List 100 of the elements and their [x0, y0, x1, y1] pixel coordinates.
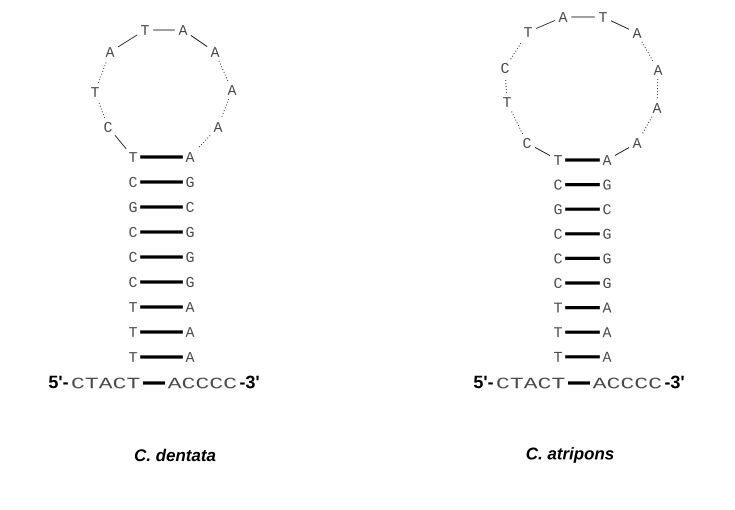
base-letter: G [554, 204, 562, 214]
backbone-link [642, 116, 652, 134]
base-pair-bond [140, 305, 183, 309]
backbone-link [642, 42, 654, 62]
base-letter: C [104, 122, 112, 132]
base-letter: C [129, 226, 137, 238]
base-pair-bond [140, 205, 183, 209]
base-letter: A [214, 122, 222, 132]
backbone-link [510, 40, 523, 60]
base-letter: A [654, 65, 662, 75]
base-letter: T [129, 327, 137, 337]
base-letter: G [603, 228, 611, 239]
backbone-link [610, 20, 630, 30]
base-pair-bond [565, 208, 600, 211]
base-letter: G [186, 252, 194, 262]
backbone-link [614, 147, 630, 156]
base-letter: A [602, 155, 612, 165]
end-label: 5'- [474, 376, 493, 388]
base-letter: A [602, 302, 612, 313]
base-letter: G [603, 180, 611, 190]
base-letter: C [129, 276, 137, 288]
base-pair-bond [140, 155, 183, 159]
base-pair-bond [565, 330, 600, 334]
backbone-link [98, 60, 107, 84]
backbone-link [221, 98, 229, 118]
base-pair-bond [565, 355, 600, 358]
end-label: -3' [240, 376, 259, 388]
base-letter: T [503, 97, 511, 107]
base-letter: A [178, 25, 188, 35]
base-letter: A [228, 85, 236, 95]
base-letter: A [106, 47, 114, 57]
end-label: 5'- [48, 376, 68, 388]
base-letter: A [632, 28, 642, 38]
base-letter: C [554, 278, 562, 288]
end-label: -3' [665, 376, 684, 388]
base-pair-bond [140, 355, 183, 359]
sequence-text: CTACT [72, 378, 140, 388]
base-letter: C [523, 138, 531, 148]
base-letter: C [501, 62, 509, 74]
base-letter: A [186, 352, 194, 362]
backbone-link [536, 20, 556, 29]
base-letter: T [129, 302, 137, 312]
base-pair-bond [140, 280, 183, 284]
backbone-link [505, 77, 507, 93]
backbone-link [98, 100, 105, 118]
base-letter: G [603, 278, 611, 288]
base-pair-bond [565, 232, 600, 236]
base-letter: A [186, 152, 194, 162]
base-letter: C [554, 253, 562, 264]
base-pair-bond [565, 306, 600, 310]
species-caption: C. atripons [526, 447, 614, 463]
backbone-link [218, 60, 228, 82]
backbone-link [511, 110, 523, 134]
base-letter: A [558, 12, 568, 22]
base-letter: G [186, 226, 194, 238]
backbone-link [114, 134, 127, 150]
backbone-link [190, 34, 208, 48]
base-pair-bond [565, 281, 600, 285]
base-letter: T [554, 327, 562, 338]
backbone-link [117, 34, 138, 48]
base-letter: T [524, 27, 532, 37]
sequence-text: CTACT [497, 378, 564, 388]
base-letter: T [599, 12, 607, 22]
base-letter: T [554, 155, 562, 165]
base-letter: G [186, 176, 194, 188]
base-letter: G [186, 276, 194, 288]
base-letter: T [554, 302, 562, 313]
base-pair-bond [143, 381, 165, 385]
base-letter: T [141, 25, 149, 35]
base-letter: G [129, 202, 137, 212]
base-letter: A [210, 47, 220, 57]
base-letter: A [632, 138, 642, 148]
base-pair-bond [565, 256, 600, 260]
backbone-link [198, 135, 210, 149]
base-pair-bond [565, 158, 600, 162]
base-letter: A [602, 352, 612, 362]
species-caption: C. dentata [134, 448, 216, 462]
base-letter: A [186, 327, 194, 337]
base-pair-bond [565, 183, 600, 186]
base-letter: T [554, 352, 562, 362]
base-letter: C [554, 228, 562, 239]
base-letter: C [554, 180, 562, 190]
base-pair-bond [140, 330, 183, 334]
base-letter: T [91, 87, 99, 97]
base-letter: A [652, 103, 662, 113]
base-pair-bond [140, 255, 183, 259]
base-letter: T [129, 152, 137, 162]
base-letter: C [186, 202, 194, 212]
base-pair-bond [140, 180, 183, 184]
base-letter: C [129, 176, 137, 188]
base-letter: G [603, 253, 611, 264]
base-letter: A [186, 302, 194, 312]
backbone-link [534, 146, 550, 156]
backbone-link [570, 16, 596, 18]
sequence-text: ACCCC [592, 378, 662, 388]
base-pair-bond [568, 381, 590, 385]
base-pair-bond [140, 230, 183, 234]
backbone-link [656, 79, 658, 99]
base-letter: C [129, 252, 137, 262]
base-letter: T [129, 352, 137, 362]
